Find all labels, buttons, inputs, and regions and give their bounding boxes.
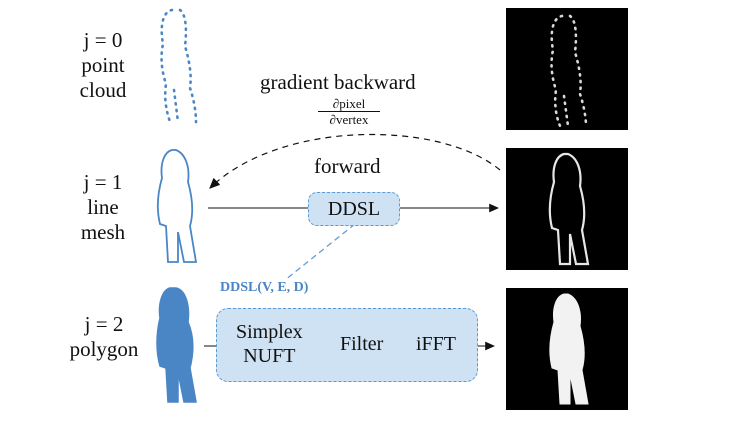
row-label-line: line xyxy=(87,195,119,219)
pipeline-step-filter: Filter xyxy=(340,333,384,355)
render-point-cloud xyxy=(550,14,588,128)
pipeline-step-nuft: NUFT xyxy=(243,345,296,367)
row-label-j2: j = 2 xyxy=(84,312,124,336)
render-panel-point-cloud xyxy=(506,8,628,130)
pipeline-step-simplex-line1: Simplex xyxy=(236,321,303,343)
gradient-backward-label: gradient backward xyxy=(260,70,416,94)
row-label-j0: j = 0 xyxy=(83,28,123,52)
row-label-cloud: cloud xyxy=(79,78,127,102)
row-label-point-cloud: j = 0 point cloud xyxy=(58,28,148,103)
render-panel-polygon xyxy=(506,288,628,410)
ddsl-signature: DDSL(V, E, D) xyxy=(220,280,309,295)
render-polygon xyxy=(549,293,589,405)
row-label-j1: j = 1 xyxy=(83,170,123,194)
line-mesh-silhouette xyxy=(156,149,198,263)
gradient-fraction: ∂pixel ∂vertex xyxy=(318,96,380,127)
ddsl-connector xyxy=(284,223,356,281)
point-cloud-silhouette xyxy=(160,8,198,124)
render-line-mesh xyxy=(548,152,590,266)
row-label-line-mesh: j = 1 line mesh xyxy=(58,170,148,245)
pipeline-box xyxy=(216,308,478,382)
forward-label: forward xyxy=(314,154,381,178)
pipeline-step-ifft: iFFT xyxy=(416,333,457,355)
ddsl-box: DDSL xyxy=(308,192,400,226)
row-label-polygon: j = 2 polygon xyxy=(56,312,152,362)
render-panel-line-mesh xyxy=(506,148,628,270)
gradient-numerator: ∂pixel xyxy=(318,96,380,112)
row-label-polygon-text: polygon xyxy=(69,337,139,361)
row-label-mesh: mesh xyxy=(80,220,126,244)
row-label-point: point xyxy=(81,53,125,77)
pipeline-step-simplex: Simplex NUFT xyxy=(236,320,303,368)
polygon-silhouette xyxy=(156,287,197,403)
gradient-backward-arrow xyxy=(209,133,501,189)
gradient-denominator: ∂vertex xyxy=(329,112,369,127)
